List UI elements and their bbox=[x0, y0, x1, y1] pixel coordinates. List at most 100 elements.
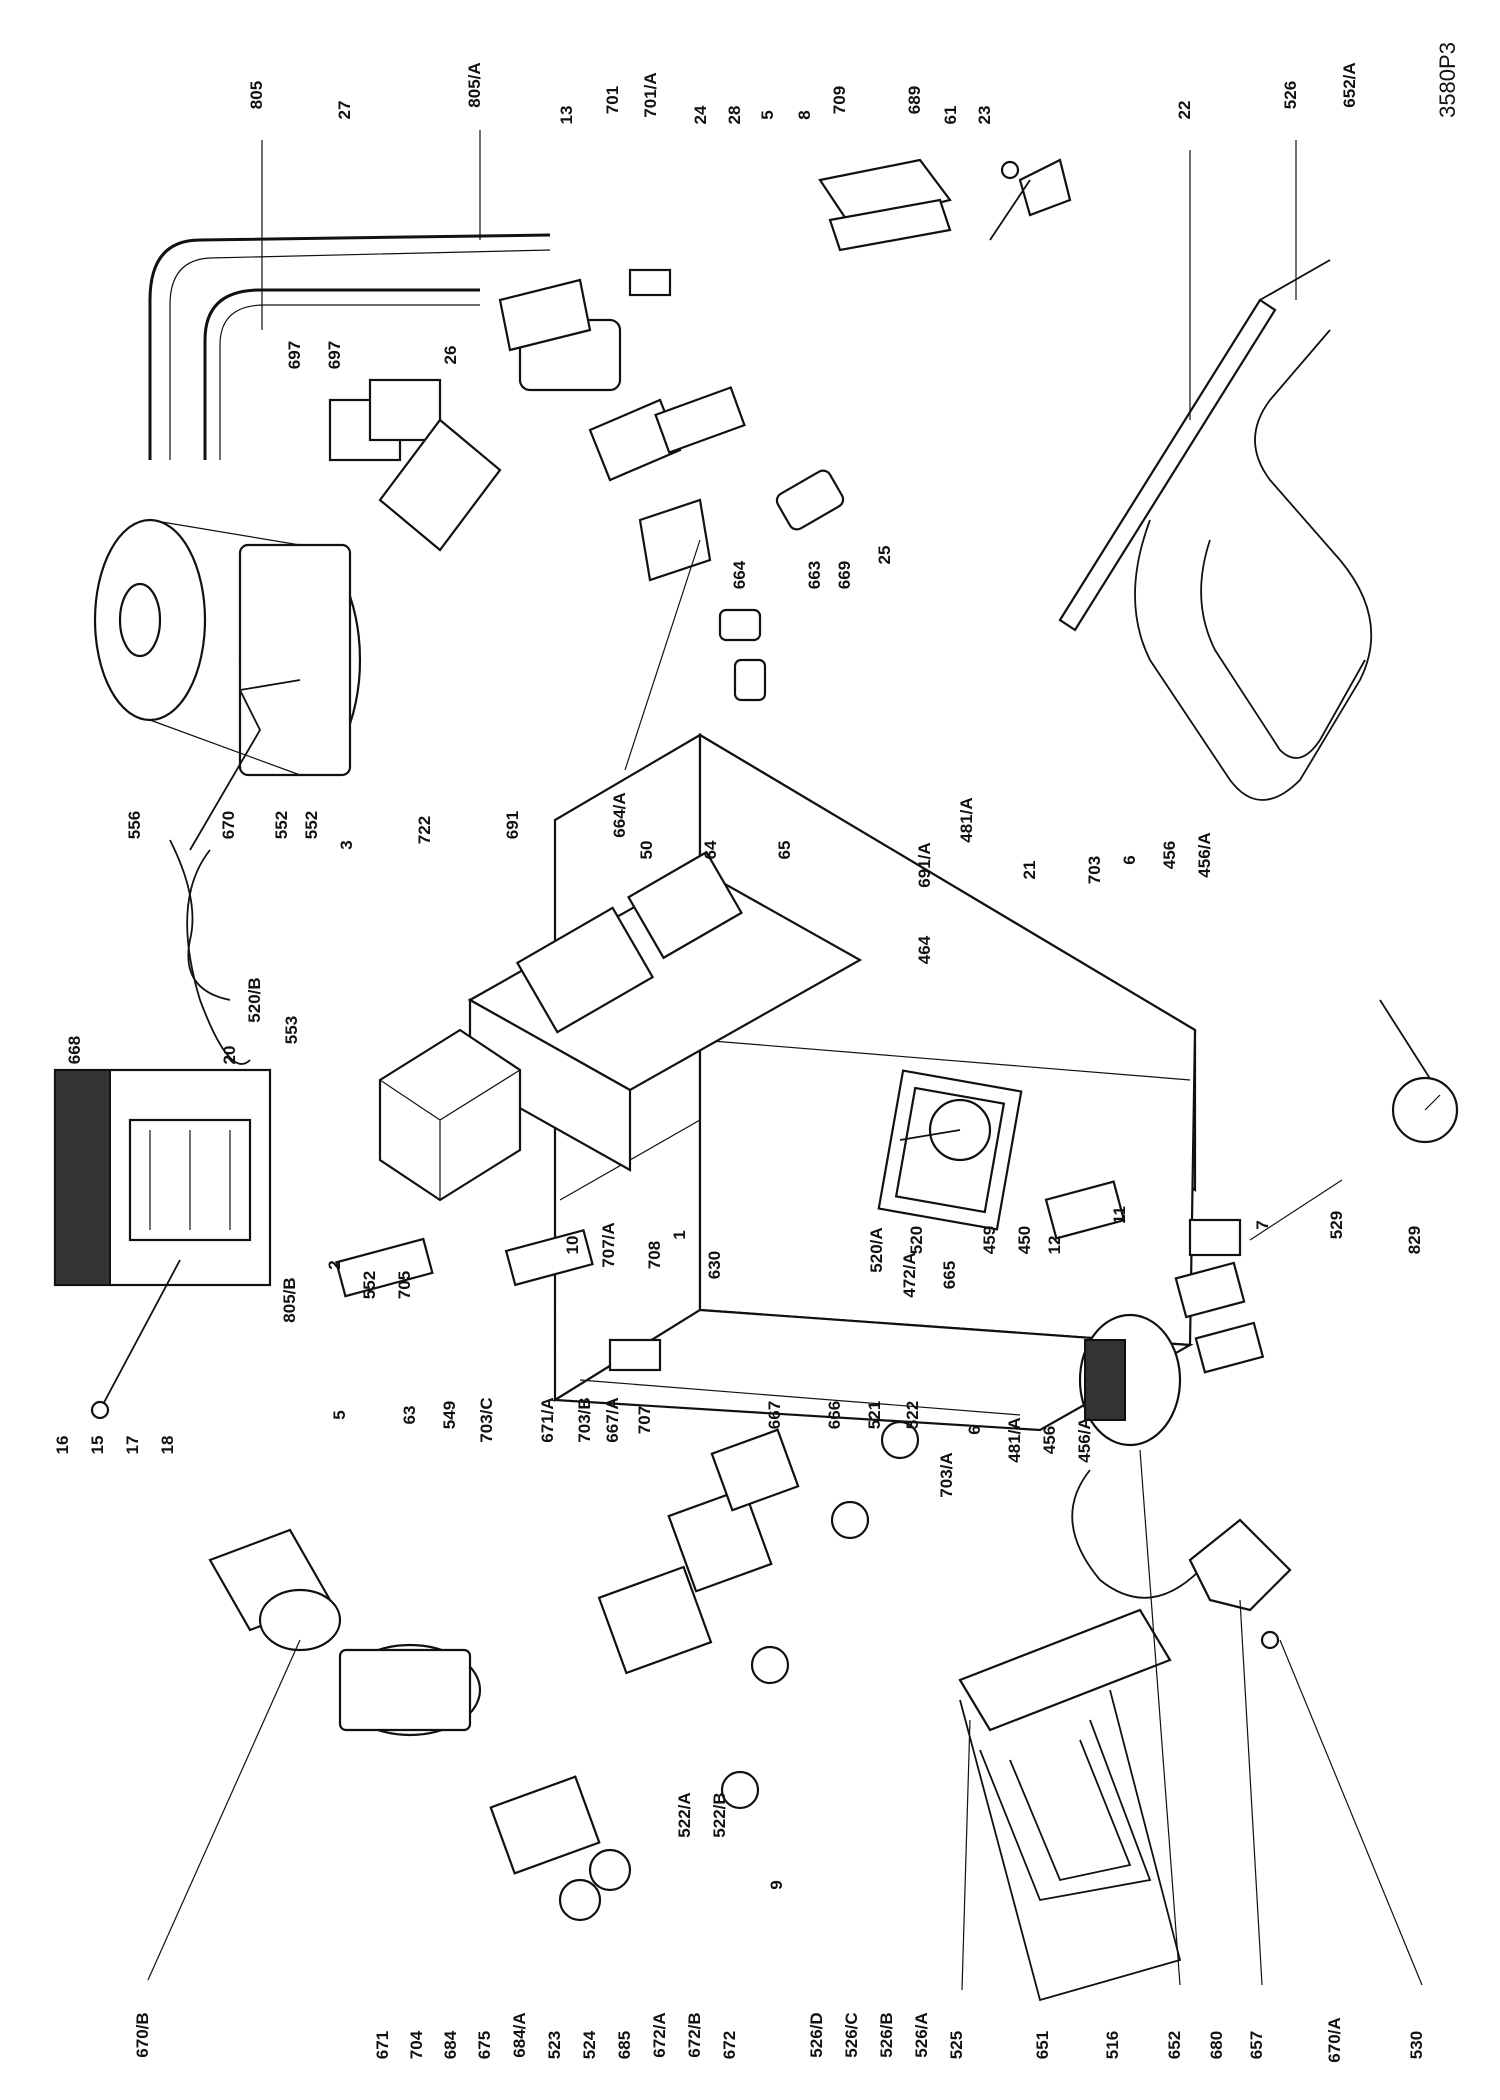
label: 6 bbox=[965, 1425, 984, 1434]
label: 524 bbox=[580, 2030, 599, 2059]
label: 672/B bbox=[685, 2012, 704, 2057]
label: 805/A bbox=[465, 62, 484, 107]
drawing-reference: 3580P3 bbox=[1435, 42, 1460, 118]
label: 5 bbox=[758, 110, 777, 119]
label: 552 bbox=[272, 811, 291, 839]
label: 708 bbox=[645, 1241, 664, 1269]
heating-element-652a bbox=[1134, 329, 1373, 801]
label: 28 bbox=[725, 106, 744, 125]
label: 665 bbox=[940, 1261, 959, 1289]
label: 680 bbox=[1207, 2031, 1226, 2059]
label: 456/A bbox=[1195, 832, 1214, 877]
label: 522 bbox=[903, 1401, 922, 1429]
label: 523 bbox=[545, 2031, 564, 2059]
label: 61 bbox=[941, 106, 960, 125]
label: 691/A bbox=[915, 842, 934, 887]
fan-assembly-670 bbox=[93, 518, 362, 777]
label: 667 bbox=[765, 1401, 784, 1429]
label: 464 bbox=[915, 935, 934, 964]
label: 22 bbox=[1175, 101, 1194, 120]
label: 16 bbox=[53, 1436, 72, 1455]
label: 26 bbox=[441, 346, 460, 365]
label: 6 bbox=[1120, 855, 1139, 864]
label: 705 bbox=[395, 1271, 414, 1299]
label: 689 bbox=[905, 86, 924, 114]
label: 526 bbox=[1281, 81, 1300, 109]
label: 703/B bbox=[575, 1397, 594, 1442]
label: 668 bbox=[65, 1036, 84, 1064]
leader-lines bbox=[147, 130, 1423, 1991]
relays-697 bbox=[328, 378, 502, 552]
label: 8 bbox=[795, 110, 814, 119]
label: 701/A bbox=[641, 72, 660, 117]
label: 23 bbox=[975, 106, 994, 125]
label: 25 bbox=[875, 546, 894, 565]
label: 11 bbox=[1110, 1206, 1129, 1224]
label: 663 bbox=[805, 561, 824, 589]
terminal-blocks bbox=[588, 386, 746, 582]
label: 63 bbox=[400, 1406, 419, 1425]
label: 15 bbox=[88, 1436, 107, 1455]
label: 24 bbox=[691, 105, 710, 124]
label: 652 bbox=[1165, 2031, 1184, 2059]
label: 530 bbox=[1407, 2031, 1426, 2059]
label: 526/B bbox=[877, 2012, 896, 2057]
thermometer-829 bbox=[1379, 999, 1459, 1144]
label: 1 bbox=[670, 1230, 689, 1239]
label: 701 bbox=[603, 86, 622, 114]
label: 521 bbox=[865, 1401, 884, 1429]
label: 703 bbox=[1085, 856, 1104, 884]
label: 553 bbox=[282, 1016, 301, 1044]
label: 9 bbox=[767, 1880, 786, 1889]
label: 671/A bbox=[538, 1397, 557, 1442]
label: 651 bbox=[1033, 2031, 1052, 2059]
label: 520/A bbox=[867, 1227, 886, 1272]
label: 3 bbox=[337, 840, 356, 849]
label: 472/A bbox=[900, 1252, 919, 1297]
label: 2 bbox=[325, 1260, 344, 1269]
label: 685 bbox=[615, 2031, 634, 2059]
label: 481/A bbox=[1005, 1417, 1024, 1462]
screw-set-23 bbox=[989, 158, 1072, 241]
label: 520/B bbox=[245, 977, 264, 1022]
label: 666 bbox=[825, 1401, 844, 1429]
label: 672/A bbox=[650, 2012, 669, 2057]
label: 525 bbox=[947, 2031, 966, 2059]
label: 5 bbox=[330, 1410, 349, 1419]
label: 630 bbox=[705, 1251, 724, 1279]
label: 27 bbox=[335, 101, 354, 120]
label: 703/A bbox=[937, 1452, 956, 1497]
magnetron-705 bbox=[378, 1028, 522, 1202]
label: 697 bbox=[285, 341, 304, 369]
label: 12 bbox=[1045, 1236, 1064, 1255]
label: 709 bbox=[830, 86, 849, 114]
label: 450 bbox=[1015, 1226, 1034, 1254]
label: 657 bbox=[1247, 2031, 1266, 2059]
label: 20 bbox=[220, 1046, 239, 1065]
oven-cabinet bbox=[551, 733, 1197, 1432]
label: 10 bbox=[563, 1236, 582, 1255]
label: 652/A bbox=[1340, 62, 1359, 107]
label: 526/A bbox=[912, 2012, 931, 2057]
label: 50 bbox=[637, 841, 656, 860]
transformer-668 bbox=[53, 1068, 272, 1287]
thermostat-669 bbox=[718, 469, 845, 702]
label: 456/A bbox=[1075, 1417, 1094, 1462]
label: 664/A bbox=[610, 792, 629, 837]
label: 664 bbox=[730, 560, 749, 589]
label: 691 bbox=[503, 811, 522, 839]
label: 516 bbox=[1103, 2031, 1122, 2059]
label: 675 bbox=[475, 2031, 494, 2059]
label: 529 bbox=[1327, 1211, 1346, 1239]
label: 707/A bbox=[599, 1222, 618, 1267]
label: 13 bbox=[557, 106, 576, 125]
label: 21 bbox=[1020, 861, 1039, 880]
label: 829 bbox=[1405, 1226, 1424, 1254]
label: 670/A bbox=[1325, 2017, 1344, 2062]
label: 684/A bbox=[510, 2012, 529, 2057]
label: 667/A bbox=[603, 1397, 622, 1442]
label: 18 bbox=[158, 1436, 177, 1455]
label: 549 bbox=[440, 1401, 459, 1429]
label: 64 bbox=[701, 840, 720, 859]
